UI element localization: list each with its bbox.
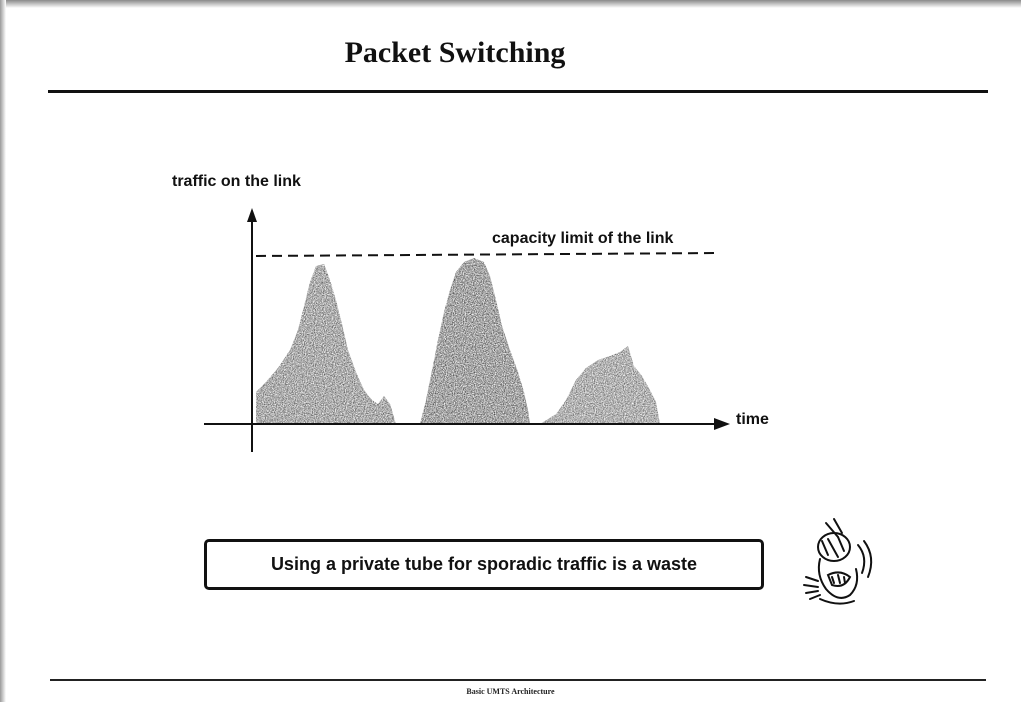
traffic-burst-2 (420, 258, 530, 424)
callout-box: Using a private tube for sporadic traffi… (204, 539, 764, 590)
slide-title: Packet Switching (344, 36, 566, 69)
footer-rule (50, 679, 986, 681)
y-axis-label: traffic on the link (172, 173, 301, 190)
traffic-burst-1 (256, 264, 396, 424)
callout-text: Using a private tube for sporadic traffi… (270, 554, 698, 574)
title-rule (48, 90, 988, 93)
capacity-limit-label: capacity limit of the link (492, 230, 673, 247)
y-axis-arrowhead (247, 208, 257, 222)
scan-border-left (0, 0, 6, 702)
scan-border-top (0, 0, 1021, 8)
frustrated-face-icon (803, 518, 873, 605)
x-axis-arrowhead (714, 418, 730, 430)
capacity-limit-line (255, 252, 721, 257)
traffic-burst-3 (540, 346, 660, 424)
x-axis-label: time (736, 411, 769, 428)
slide-footer: Basic UMTS Architecture (466, 687, 555, 696)
